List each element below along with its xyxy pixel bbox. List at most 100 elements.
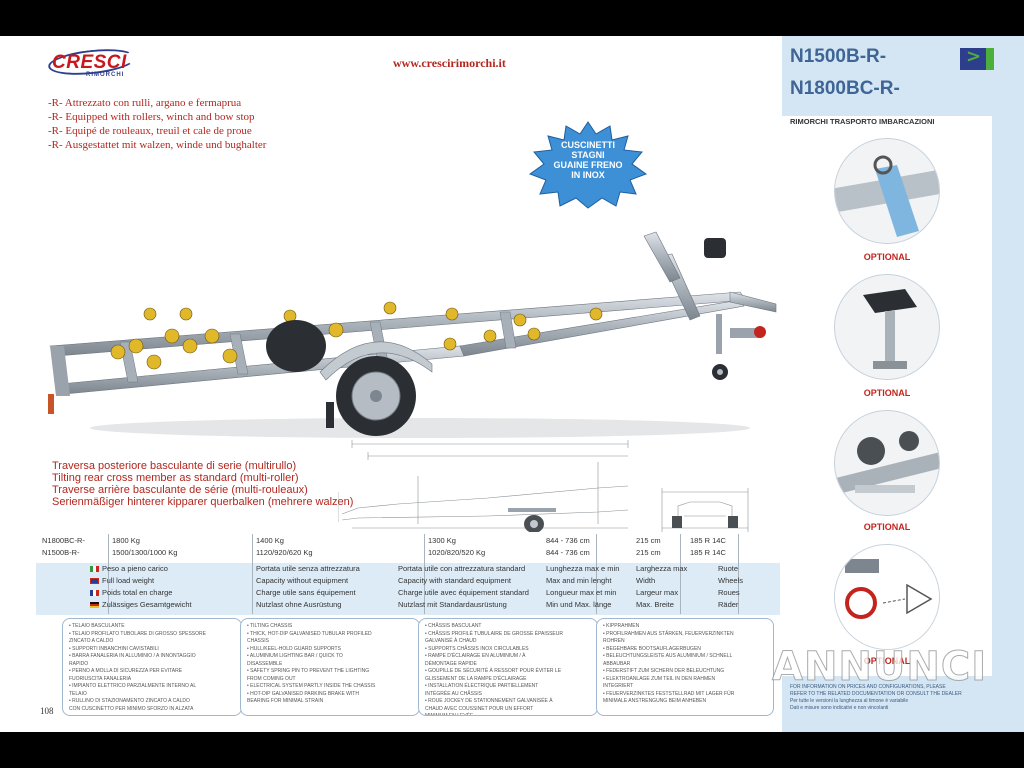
label-cap-with: Nutzlast mit Standardausrüstung [398, 600, 507, 609]
label-width: Max. Breite [636, 600, 674, 609]
technical-drawing [338, 440, 749, 532]
chevron-right-icon: > [966, 46, 982, 67]
feature-line: • PERNO A MOLLA DI SICUREZZA PER EVITARE [69, 668, 183, 674]
next-page-button[interactable]: > [960, 46, 994, 70]
feature-line: CHASSIS [247, 638, 269, 644]
cresci-logo: CRESCI RIMORCHI [46, 45, 140, 80]
table-divider [680, 534, 681, 614]
feature-line: DISASSEMBLE [247, 660, 283, 667]
feature-line: FUORIUSCITA FANALERIA [69, 675, 132, 682]
annunci-watermark: ANNUNCI [771, 644, 988, 691]
optional-label: OPTIONAL [863, 522, 911, 532]
optional-label: OPTIONAL [863, 656, 911, 666]
desc-de: -R- Ausgestattet mit walzen, winde und b… [48, 139, 267, 151]
gross-weight: 1500/1300/1000 Kg [112, 548, 178, 557]
feature-line: INTEGRIERT [603, 683, 634, 689]
label-length: Longueur max et min [546, 588, 617, 597]
feature-line: ZINCATO A CALDO [69, 638, 114, 644]
label-length: Lunghezza max e min [546, 564, 620, 573]
feature-line: RAPIDO [69, 660, 89, 667]
feature-line: INTÉGRÉE AU CHÂSSIS [425, 690, 482, 697]
feature-line: GALVANISÉ À CHAUD [425, 638, 477, 644]
feature-line: • PROFILRAHMEN AUS STÄRKEN, FEUERVERZINK… [603, 630, 734, 637]
feature-line: • BARRA FANALERIA IN ALLUMINIO / A INNON… [69, 653, 196, 659]
label-gross-fr: Poids total en charge [90, 588, 172, 600]
trailer-illustration [48, 231, 777, 438]
label-cap-no: Capacity without equipment [256, 576, 349, 585]
feature-burst-badge: CUSCINETTI STAGNI GUAINE FRENO IN INOX [526, 120, 650, 210]
feature-line: • ALUMINIUM LIGHTING BAR / QUICK TO [247, 653, 343, 659]
feature-line: FROM COMING OUT [247, 675, 296, 682]
feature-line: MINIMUM EN LEVÉE [425, 713, 474, 716]
features-box-en: • TILTING CHASSIS• THICK, HOT-DIP GALVAN… [240, 618, 420, 716]
page-number: 108 [40, 706, 54, 716]
label-cap-no: Nutzlast ohne Ausrüstung [256, 600, 342, 609]
tilt-fr: Traverse arrière basculante de série (mu… [52, 484, 308, 496]
uk-flag-icon [90, 578, 99, 585]
label-width: Largeur max [636, 588, 679, 597]
feature-line: • CHÂSSIS PROFILÉ TUBULAIRE DE GROSSE ÉP… [425, 630, 563, 637]
optional-label: OPTIONAL [863, 252, 911, 262]
optional-image-support [834, 274, 940, 380]
desc-it: -R- Attrezzato con rulli, argano e ferma… [48, 97, 242, 109]
width-value: 215 cm [636, 548, 661, 557]
desc-fr: -R- Equipé de rouleaux, treuil et cale d… [48, 125, 252, 137]
feature-line: • KIPPRAHMEN [603, 623, 640, 629]
model-name: N1800BC-R- [42, 536, 85, 545]
feature-line: CHAUD AVEC COUSSINET POUR UN EFFORT [425, 705, 534, 712]
table-divider [424, 534, 425, 614]
tilting-rear-text: Traversa posteriore basculante di serie … [52, 460, 353, 508]
website-url[interactable]: www.crescirimorchi.it [393, 56, 506, 70]
feature-line: TELAIO [69, 690, 87, 697]
feature-line: • SAFETY SPRING PIN TO PREVENT THE LIGHT… [247, 668, 370, 674]
capacity-no-equip: 1120/920/620 Kg [256, 548, 313, 557]
feature-line: • FEDERSTIFT ZUM SICHERN DER BELEUCHTUNG [603, 668, 725, 674]
feature-line: ROHREN [603, 638, 625, 644]
logo-sub: RIMORCHI [86, 72, 125, 78]
features-box-it: • TELAIO BASCULANTE• TELAIO PROFILATO TU… [62, 618, 242, 716]
optional-image-bow-stop [834, 138, 940, 244]
feature-line: ABBAUBAR [603, 660, 631, 667]
optional-image-light-board [834, 544, 940, 650]
italy-flag-icon [90, 566, 99, 573]
feature-line: • HULL/KEEL-HOLD GUARD SUPPORTS [247, 645, 341, 652]
feature-line: • TILTING CHASSIS [247, 623, 293, 629]
category-subtitle: RIMORCHI TRASPORTO IMBARCAZIONI [782, 116, 992, 128]
features-box-fr: • CHÂSSIS BASCULANT• CHÂSSIS PROFILÉ TUB… [418, 618, 598, 716]
label-wheels: Räder [718, 600, 739, 609]
feature-line: • BEGEHBARE BOOTSAUFLAGERBUGEN [603, 645, 701, 652]
label-wheels: Roues [718, 588, 740, 597]
feature-line: BEARING FOR MINIMAL STRAIN [247, 698, 324, 704]
width-value: 215 cm [636, 536, 661, 545]
table-divider [252, 534, 253, 614]
tilt-en: Tilting rear cross member as standard (m… [52, 472, 299, 484]
optional-label: OPTIONAL [863, 388, 911, 398]
model-title: N1800BC-R- [790, 78, 900, 99]
germany-flag-icon [90, 602, 99, 609]
feature-line: • INSTALLATION ÉLECTRIQUE PARTIELLEMENT [425, 683, 539, 689]
wheel-size: 185 R 14C [690, 536, 726, 545]
desc-en: -R- Equipped with rollers, winch and bow… [48, 111, 255, 123]
gross-weight: 1800 Kg [112, 536, 140, 545]
label-width: Width [636, 576, 656, 585]
spec-label-band [36, 563, 780, 615]
feature-line: GLISSEMENT DE LA RAMPE D'ÉCLAIRAGE [425, 675, 527, 682]
optional-panel: OPTIONAL OPTIONAL OPTIONAL [782, 128, 992, 676]
capacity-with-equip: 1020/820/520 Kg [428, 548, 486, 557]
capacity-with-equip: 1300 Kg [428, 536, 456, 545]
label-wheels: Wheels [718, 576, 744, 585]
model-title: N1500B-R- [790, 46, 887, 67]
label-gross-it: Peso a pieno carico [90, 564, 168, 576]
label-length: Max and min lenght [546, 576, 612, 585]
label-cap-no: Portata utile senza attrezzatura [256, 564, 360, 573]
table-divider [738, 534, 739, 614]
features-box-de: • KIPPRAHMEN• PROFILRAHMEN AUS STÄRKEN, … [596, 618, 774, 716]
label-cap-with: Portata utile con attrezzatura standard [398, 564, 526, 573]
burst-shape [528, 121, 648, 209]
label-cap-with: Charge utile avec équipement standard [398, 588, 529, 597]
feature-line: • ELEKTROANLAGE ZUM TEIL IN DEN RAHMEN [603, 675, 716, 682]
right-sidebar: N1500B-R- N1800BC-R- > RIMORCHI TRASPORT… [782, 36, 1024, 732]
label-cap-with: Capacity with standard equipment [398, 576, 511, 585]
feature-line: • SUPPORTS CHÂSSIS INOX CIRCULABLES [425, 645, 529, 652]
label-cap-no: Charge utile sans équipement [256, 588, 356, 597]
